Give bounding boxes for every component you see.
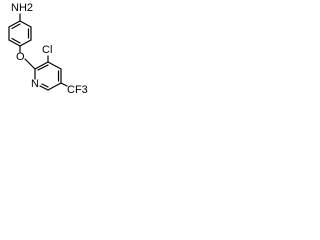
bond-p4-p5 <box>47 82 62 91</box>
chlorine-label: Cl <box>42 44 52 56</box>
double-bond-a4-a5 <box>11 37 21 44</box>
bond-p2-p3 <box>47 61 62 70</box>
double-bond-p1-p2 <box>37 64 49 71</box>
ring-nitrogen-label: N <box>31 78 39 90</box>
amine-label: NH2 <box>11 2 33 14</box>
bond-a4-a5 <box>8 39 21 47</box>
bond-a3-a4 <box>19 39 32 47</box>
chemical-structure: NH2 O Cl N CF3 <box>8 2 88 96</box>
ether-oxygen-label: O <box>16 51 25 63</box>
bond-a1-a2 <box>19 20 32 28</box>
bond-ring-to-trifluoromethyl <box>60 82 68 87</box>
bond-p1-p2 <box>34 61 49 70</box>
double-bond-p5-n <box>41 83 49 88</box>
pyridine-ring <box>34 61 62 91</box>
bond-oxygen-to-pyridine <box>24 58 36 70</box>
aminophenyl-ring <box>8 20 32 47</box>
trifluoromethyl-label: CF3 <box>67 84 88 96</box>
bond-p5-n <box>39 85 49 91</box>
bond-a6-a1 <box>8 20 21 28</box>
double-bond-a6-a1 <box>11 23 21 30</box>
